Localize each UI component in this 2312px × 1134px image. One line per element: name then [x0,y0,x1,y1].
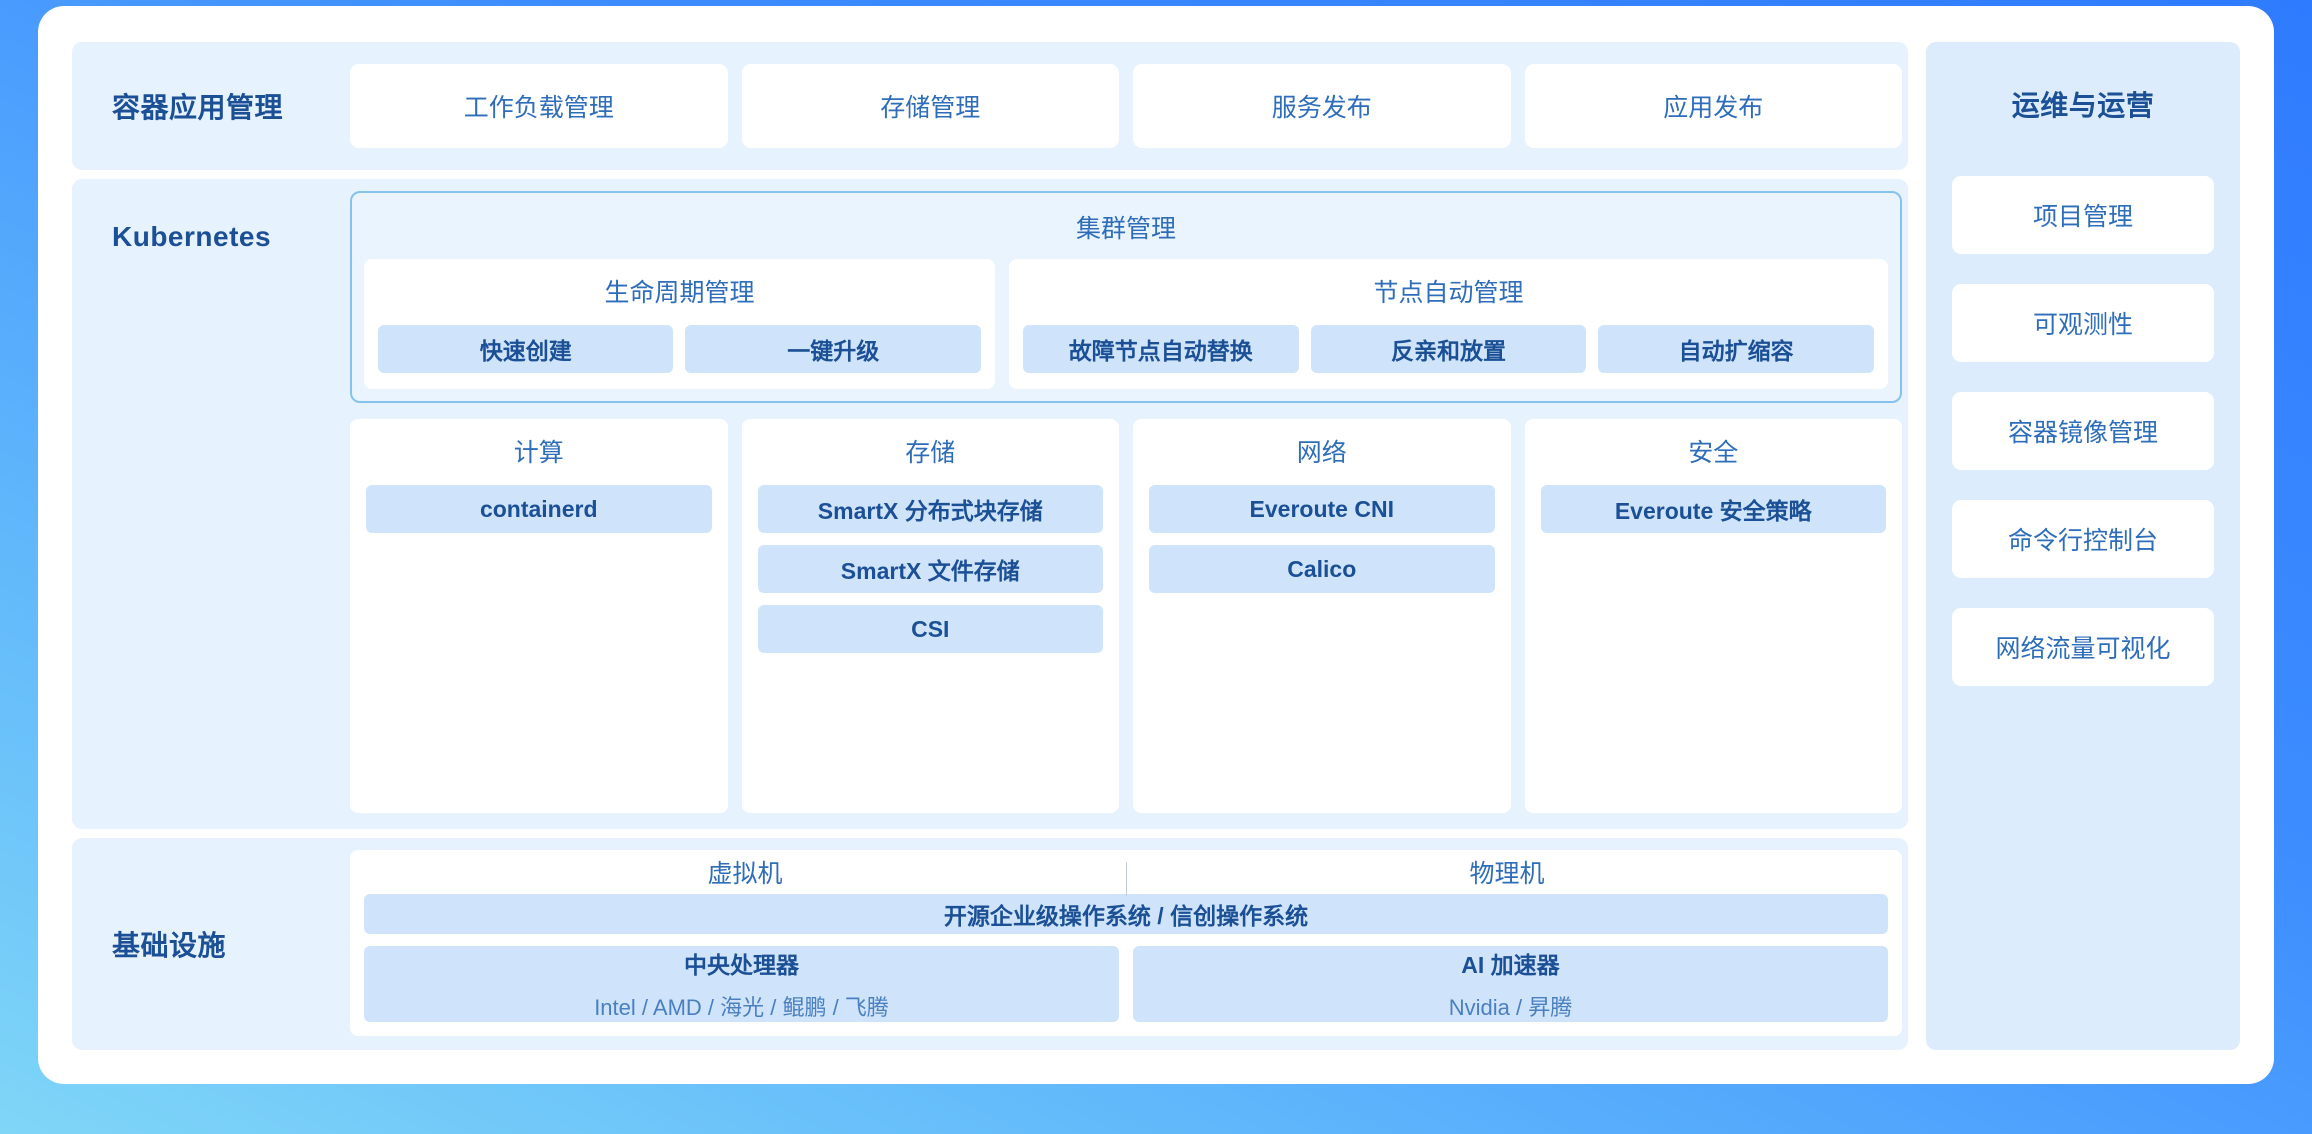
group-title-node-auto: 节点自动管理 [1373,279,1524,307]
apps-card-row: 工作负载管理 存储管理 服务发布 应用发布 [350,42,1908,170]
stack-title-network: 网络 [1296,439,1347,467]
infrastructure-card: 虚拟机 物理机 开源企业级操作系统 / 信创操作系统 中央处理器 Intel /… [350,850,1902,1036]
chip-everoute-security-policy[interactable]: Everoute 安全策略 [1540,485,1886,533]
header-virtual-machine: 虚拟机 [707,860,783,889]
infrastructure-body: 虚拟机 物理机 开源企业级操作系统 / 信创操作系统 中央处理器 Intel /… [350,838,1908,1050]
stack-title-compute: 计算 [513,439,564,467]
cluster-management-box: 集群管理 生命周期管理 快速创建 一键升级 节点自动管理 [350,191,1902,403]
stack-title-storage: 存储 [905,439,956,467]
header-physical-machine: 物理机 [1469,860,1545,889]
chip-containerd[interactable]: containerd [366,485,712,533]
sidebar-item-container-image-management[interactable]: 容器镜像管理 [1952,392,2214,470]
sidebar-list: 项目管理 可观测性 容器镜像管理 命令行控制台 网络流量可视化 [1952,176,2214,686]
band-label-kubernetes: Kubernetes [112,221,272,252]
chip-everoute-cni[interactable]: Everoute CNI [1149,485,1495,533]
sidebar-item-observability[interactable]: 可观测性 [1952,284,2214,362]
cluster-group-row: 生命周期管理 快速创建 一键升级 节点自动管理 故障节点自动替换 反亲和放置 [364,259,1888,389]
chip-cpu[interactable]: 中央处理器 Intel / AMD / 海光 / 鲲鹏 / 飞腾 [364,946,1119,1022]
stack-card-security: 安全 Everoute 安全策略 [1524,419,1902,813]
chip-quick-create[interactable]: 快速创建 [378,325,674,373]
group-node-auto-management: 节点自动管理 故障节点自动替换 反亲和放置 自动扩缩容 [1008,259,1888,389]
left-column: 容器应用管理 工作负载管理 存储管理 服务发布 应用发布 Kubernetes … [72,42,1908,1050]
stack-card-storage: 存储 SmartX 分布式块存储 SmartX 文件存储 CSI [741,419,1119,813]
chip-cpu-title: 中央处理器 [684,952,799,978]
chip-auto-scaling[interactable]: 自动扩缩容 [1598,325,1874,373]
chip-cpu-vendors: Intel / AMD / 海光 / 鲲鹏 / 飞腾 [594,995,889,1020]
chip-one-click-upgrade[interactable]: 一键升级 [685,325,981,373]
app-card-workload[interactable]: 工作负载管理 [350,64,728,148]
group-lifecycle-management: 生命周期管理 快速创建 一键升级 [364,259,995,389]
stack-card-compute: 计算 containerd [350,419,728,813]
kubernetes-body: 集群管理 生命周期管理 快速创建 一键升级 节点自动管理 [350,179,1908,829]
band-label-apps: 容器应用管理 [112,92,284,123]
chip-csi[interactable]: CSI [757,605,1103,653]
band-infrastructure: 基础设施 虚拟机 物理机 开源企业级操作系统 / 信创操作系统 中央处理器 In… [72,838,1908,1050]
chip-row-lifecycle: 快速创建 一键升级 [378,325,981,373]
app-card-app-publish[interactable]: 应用发布 [1524,64,1902,148]
chip-row-node-auto: 故障节点自动替换 反亲和放置 自动扩缩容 [1022,325,1874,373]
chip-operating-systems[interactable]: 开源企业级操作系统 / 信创操作系统 [364,894,1888,934]
band-kubernetes: Kubernetes 集群管理 生命周期管理 快速创建 一键升级 [72,179,1908,829]
sidebar-ops-and-operations: 运维与运营 项目管理 可观测性 容器镜像管理 命令行控制台 网络流量可视化 [1926,42,2240,1050]
stack-title-security: 安全 [1688,439,1739,467]
chip-ai-accelerator[interactable]: AI 加速器 Nvidia / 昇腾 [1133,946,1888,1022]
kubernetes-stack-row: 计算 containerd 存储 SmartX 分布式块存储 SmartX 文件… [350,419,1902,813]
app-card-service-publish[interactable]: 服务发布 [1133,64,1511,148]
cluster-management-title: 集群管理 [1075,215,1176,243]
sidebar-item-project-management[interactable]: 项目管理 [1952,176,2214,254]
sidebar-item-cli-console[interactable]: 命令行控制台 [1952,500,2214,578]
stack-card-network: 网络 Everoute CNI Calico [1133,419,1511,813]
chip-smartx-file-storage[interactable]: SmartX 文件存储 [757,545,1103,593]
app-card-storage[interactable]: 存储管理 [741,64,1119,148]
sidebar-item-network-traffic-visualization[interactable]: 网络流量可视化 [1952,608,2214,686]
stack-items-storage: SmartX 分布式块存储 SmartX 文件存储 CSI [757,485,1103,653]
stack-items-network: Everoute CNI Calico [1149,485,1495,593]
sidebar-title: 运维与运营 [2011,90,2155,121]
stack-items-security: Everoute 安全策略 [1540,485,1886,533]
chip-calico[interactable]: Calico [1149,545,1495,593]
infrastructure-headers: 虚拟机 物理机 [364,850,1888,896]
hardware-row: 中央处理器 Intel / AMD / 海光 / 鲲鹏 / 飞腾 AI 加速器 … [364,946,1888,1022]
chip-anti-affinity-placement[interactable]: 反亲和放置 [1310,325,1587,373]
diagram-frame: 容器应用管理 工作负载管理 存储管理 服务发布 应用发布 Kubernetes … [38,6,2274,1084]
chip-ai-accelerator-title: AI 加速器 [1461,952,1560,978]
group-title-lifecycle: 生命周期管理 [604,279,755,307]
chip-ai-accelerator-vendors: Nvidia / 昇腾 [1448,995,1573,1020]
band-label-infrastructure: 基础设施 [112,930,227,961]
band-container-app-management: 容器应用管理 工作负载管理 存储管理 服务发布 应用发布 [72,42,1908,170]
header-divider [1126,862,1127,896]
chip-smartx-block-storage[interactable]: SmartX 分布式块存储 [757,485,1103,533]
chip-faulty-node-replace[interactable]: 故障节点自动替换 [1022,325,1299,373]
stack-items-compute: containerd [366,485,712,533]
